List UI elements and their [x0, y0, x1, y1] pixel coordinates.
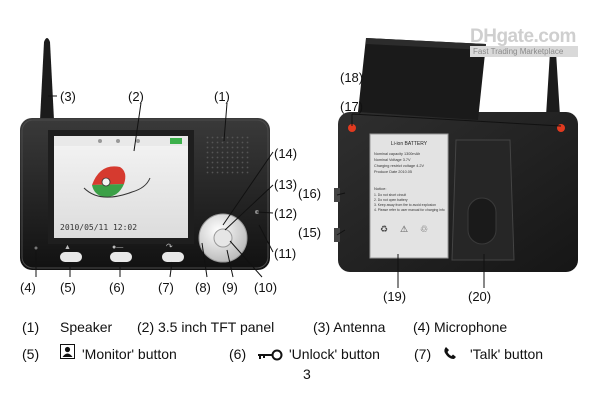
svg-text:4. Please refer to user manual: 4. Please refer to user manual for charg… — [374, 208, 445, 212]
legend-item-4: (4) Microphone — [413, 319, 508, 335]
legend-num-6: (6) — [229, 346, 247, 362]
front-unit: 2010/05/11 12:02 ▲ ●— ↷ — [20, 38, 270, 270]
svg-text:Charging restrict voltage 4.2V: Charging restrict voltage 4.2V — [374, 164, 424, 168]
callout-20: (20) — [468, 289, 492, 304]
svg-text:3. Keep away from fire to avoi: 3. Keep away from fire to avoid explosio… — [374, 203, 436, 207]
legend-text-7: 'Talk' button — [470, 346, 544, 362]
callout-12: (12) — [274, 206, 298, 221]
callout-6: (6) — [109, 280, 125, 295]
product-diagram: 2010/05/11 12:02 ▲ ●— ↷ Li-ion BATTERY N… — [20, 38, 578, 288]
nav-dial-center[interactable] — [213, 228, 233, 248]
bin-icon: ♲ — [420, 224, 428, 234]
talk-button-icon: ↷ — [166, 242, 173, 251]
speaker-grill — [205, 136, 251, 174]
svg-text:1. Do not short circuit: 1. Do not short circuit — [374, 193, 406, 197]
callout-4: (4) — [20, 280, 36, 295]
callout-14: (14) — [274, 146, 298, 161]
screen-logo — [83, 166, 151, 198]
talk-button[interactable] — [162, 252, 184, 262]
monitor-button-icon: ▲ — [64, 244, 71, 251]
rear-unit: Li-ion BATTERY Nominal capacity 1300mAh … — [334, 48, 578, 272]
parts-legend: (1) Speaker (2) 3.5 inch TFT panel (3) A… — [0, 300, 600, 411]
battery-cover — [358, 38, 486, 120]
callout-13: (13) — [274, 177, 298, 192]
legend-text-6: 'Unlock' button — [289, 346, 380, 362]
legend-num-5: (5) — [22, 346, 40, 362]
legend-item-3: (3) Antenna — [313, 319, 386, 335]
leader-lines — [35, 95, 562, 288]
watermark: DHgate.com Fast Trading Marketplace — [470, 26, 578, 57]
svg-text:Nominal Voltage 3.7V: Nominal Voltage 3.7V — [374, 158, 411, 162]
microphone-hole — [34, 246, 38, 250]
monitor-button[interactable] — [60, 252, 82, 262]
watermark-tagline: Fast Trading Marketplace — [470, 46, 578, 57]
legend-text-1: Speaker — [60, 319, 113, 335]
callout-19: (19) — [383, 289, 407, 304]
callout-10: (10) — [254, 280, 278, 295]
svg-text:Notice:: Notice: — [374, 186, 386, 191]
unlock-button[interactable] — [110, 252, 132, 262]
monitor-icon — [60, 344, 75, 360]
callout-16: (16) — [298, 186, 322, 201]
svg-text:Nominal capacity 1300mAh: Nominal capacity 1300mAh — [374, 152, 420, 156]
battery-pack — [369, 133, 449, 259]
svg-text:Produce Date 2010.05: Produce Date 2010.05 — [374, 170, 412, 174]
rear-antenna — [546, 48, 560, 116]
callout-7: (7) — [158, 280, 174, 295]
no-disposal-icon: ⚠ — [400, 224, 408, 234]
recycle-icon: ♻ — [380, 224, 388, 234]
callout-18: (18) — [340, 70, 364, 85]
legend-num-1: (1) — [22, 319, 40, 335]
callout-8: (8) — [195, 280, 211, 295]
legend-num-7: (7) — [414, 346, 432, 362]
svg-text:2. Do not open battery: 2. Do not open battery — [374, 198, 408, 202]
callout-2: (2) — [128, 89, 144, 104]
front-antenna — [40, 38, 54, 120]
legend-item-2: (2) 3.5 inch TFT panel — [137, 319, 275, 335]
unlock-button-icon: ●— — [112, 244, 123, 251]
callout-1: (1) — [214, 89, 230, 104]
callout-17: (17) — [340, 99, 364, 114]
callout-3: (3) — [60, 89, 76, 104]
svg-text:Li-ion BATTERY: Li-ion BATTERY — [391, 141, 428, 147]
legend-text-5: 'Monitor' button — [82, 346, 177, 362]
key-icon — [257, 346, 283, 362]
callout-9: (9) — [222, 280, 238, 295]
page-number: 3 — [303, 366, 311, 382]
screen-timestamp: 2010/05/11 12:02 — [60, 223, 137, 232]
watermark-logo: DHgate.com — [470, 26, 576, 47]
callout-5: (5) — [60, 280, 76, 295]
callout-11: (11) — [274, 246, 297, 261]
phone-icon — [443, 345, 457, 361]
callout-15: (15) — [298, 225, 322, 240]
